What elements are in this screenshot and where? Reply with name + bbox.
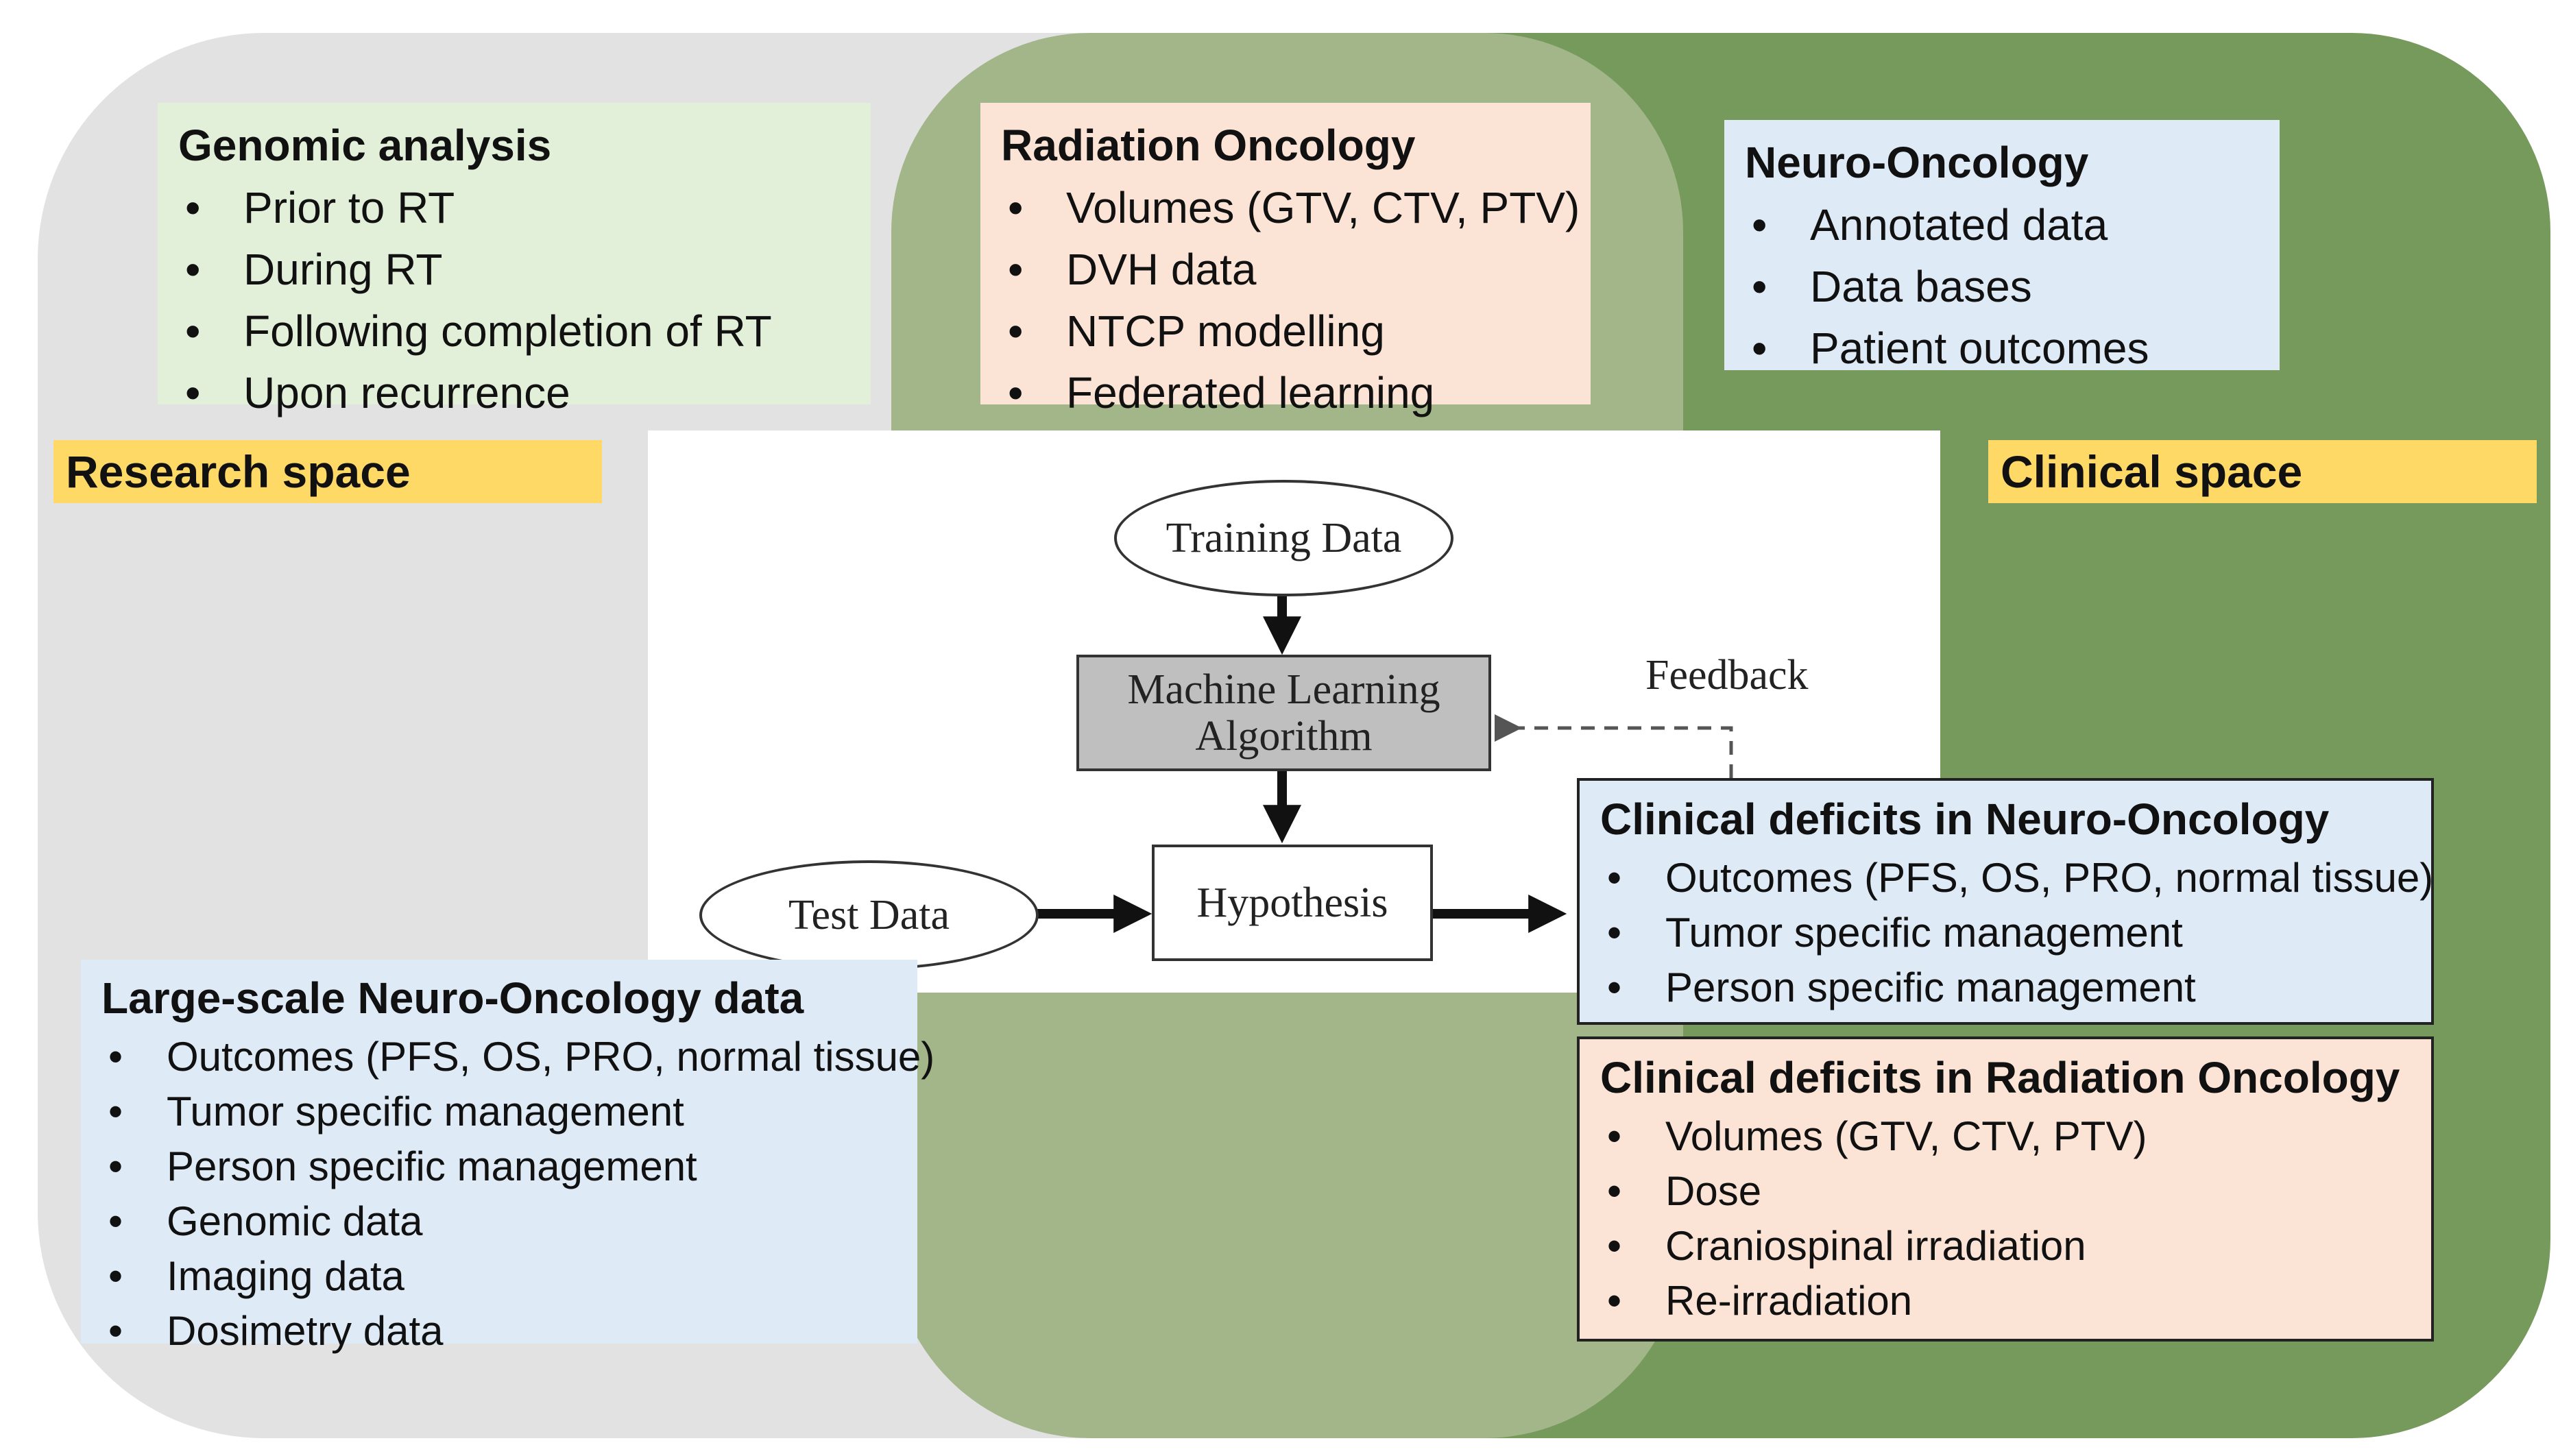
deficits-neuro-title: Clinical deficits in Neuro-Oncology xyxy=(1600,794,2330,844)
deficits-neuro-box: Clinical deficits in Neuro-Oncology Outc… xyxy=(1577,778,2434,1025)
list-item: Imaging data xyxy=(101,1249,897,1304)
list-item: Annotated data xyxy=(1745,194,2259,256)
list-item: Federated learning xyxy=(1001,362,1570,424)
feedback-label: Feedback xyxy=(1645,652,1809,699)
ml-algorithm-line2: Algorithm xyxy=(1195,713,1373,760)
list-item: Outcomes (PFS, OS, PRO, normal tissue) xyxy=(1600,851,2433,906)
list-item: Craniospinal irradiation xyxy=(1600,1219,2411,1274)
deficits-radiation-box: Clinical deficits in Radiation Oncology … xyxy=(1577,1036,2434,1342)
training-data-node: Training Data xyxy=(1114,480,1453,596)
list-item: Re-irradiation xyxy=(1600,1274,2411,1328)
list-item: DVH data xyxy=(1001,239,1570,300)
genomic-analysis-box: Genomic analysis Prior to RT During RT F… xyxy=(158,103,871,424)
hypothesis-label: Hypothesis xyxy=(1196,879,1388,926)
list-item: Person specific management xyxy=(1600,960,2411,1015)
list-item: Outcomes (PFS, OS, PRO, normal tissue) xyxy=(101,1030,934,1084)
radiation-oncology-title: Radiation Oncology xyxy=(1001,121,1416,170)
list-item: Patient outcomes xyxy=(1745,317,2259,379)
feedback-arrow xyxy=(1495,714,1733,778)
list-item: Volumes (GTV, CTV, PTV) xyxy=(1600,1109,2411,1164)
clinical-space-tag: Clinical space xyxy=(1988,440,2537,503)
list-item: Prior to RT xyxy=(178,177,850,239)
large-scale-data-box: Large-scale Neuro-Oncology data Outcomes… xyxy=(81,960,934,1359)
genomic-analysis-title: Genomic analysis xyxy=(178,121,552,170)
test-data-label: Test Data xyxy=(788,891,950,938)
list-item: Tumor specific management xyxy=(101,1084,897,1139)
deficits-radiation-title: Clinical deficits in Radiation Oncology xyxy=(1600,1053,2400,1102)
list-item: Genomic data xyxy=(101,1194,897,1249)
list-item: Following completion of RT xyxy=(178,300,850,362)
research-space-tag: Research space xyxy=(53,440,602,503)
list-item: Person specific management xyxy=(101,1139,897,1194)
list-item: Volumes (GTV, CTV, PTV) xyxy=(1001,177,1580,239)
list-item: During RT xyxy=(178,239,850,300)
list-item: Dose xyxy=(1600,1164,2411,1219)
radiation-oncology-box: Radiation Oncology Volumes (GTV, CTV, PT… xyxy=(980,103,1591,424)
neuro-oncology-box: Neuro-Oncology Annotated data Data bases… xyxy=(1724,120,2280,379)
large-scale-data-title: Large-scale Neuro-Oncology data xyxy=(101,973,804,1023)
neuro-oncology-title: Neuro-Oncology xyxy=(1745,138,2089,187)
list-item: Data bases xyxy=(1745,256,2259,317)
list-item: NTCP modelling xyxy=(1001,300,1570,362)
ml-algorithm-line1: Machine Learning xyxy=(1127,666,1440,713)
list-item: Upon recurrence xyxy=(178,362,850,424)
hypothesis-node: Hypothesis xyxy=(1152,845,1433,961)
list-item: Dosimetry data xyxy=(101,1304,897,1359)
test-data-node: Test Data xyxy=(699,860,1039,970)
training-data-label: Training Data xyxy=(1166,514,1402,561)
ml-algorithm-node: Machine Learning Algorithm xyxy=(1076,655,1491,771)
list-item: Tumor specific management xyxy=(1600,906,2411,960)
